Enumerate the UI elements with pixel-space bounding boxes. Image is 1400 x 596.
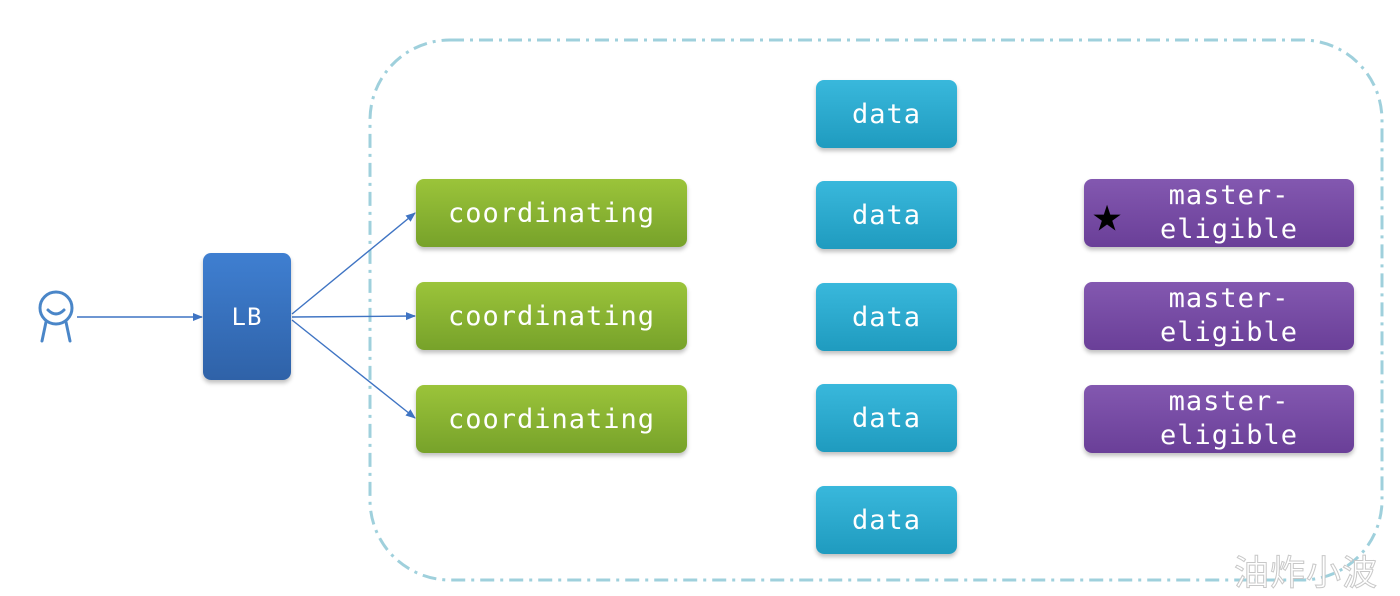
master-eligible-label: master- eligible <box>1140 282 1298 350</box>
data-node: data <box>816 80 957 148</box>
master-eligible-label-line1: master- <box>1168 180 1290 211</box>
coordinating-node: coordinating <box>416 282 687 350</box>
data-node: data <box>816 384 957 452</box>
master-eligible-label: master- eligible <box>1140 179 1298 247</box>
arrow-lb-to-coordinating-3 <box>291 319 416 419</box>
coordinating-node-label: coordinating <box>447 403 656 435</box>
master-eligible-label-line2: eligible <box>1159 317 1299 348</box>
data-node-label: data <box>851 98 922 130</box>
master-eligible-label-line1: master- <box>1168 283 1290 314</box>
master-eligible-label: master- eligible <box>1140 385 1298 453</box>
master-eligible-label-line2: eligible <box>1159 420 1299 451</box>
coordinating-node: coordinating <box>416 179 687 247</box>
data-node: data <box>816 181 957 249</box>
user-icon <box>38 290 74 343</box>
cluster-boundary <box>368 38 1384 582</box>
data-node-label: data <box>851 402 922 434</box>
coordinating-node-label: coordinating <box>447 197 656 229</box>
arrow-lb-to-coordinating-2 <box>291 312 416 321</box>
data-node-label: data <box>851 301 922 333</box>
master-eligible-label-line2: eligible <box>1159 214 1299 245</box>
star-icon: ★ <box>1092 185 1124 243</box>
data-node-label: data <box>851 504 922 536</box>
load-balancer-label: LB <box>231 302 263 331</box>
data-node-label: data <box>851 199 922 231</box>
arrow-lb-to-coordinating-1 <box>291 212 416 315</box>
master-eligible-node-elected: ★ master- eligible <box>1084 179 1354 247</box>
data-node: data <box>816 283 957 351</box>
watermark-text: 油炸小波 <box>1233 554 1379 595</box>
data-node: data <box>816 486 957 554</box>
coordinating-node-label: coordinating <box>447 300 656 332</box>
load-balancer-node: LB <box>203 253 291 380</box>
master-eligible-node: master- eligible <box>1084 282 1354 350</box>
master-eligible-label-line1: master- <box>1168 386 1290 417</box>
coordinating-node: coordinating <box>416 385 687 453</box>
master-eligible-node: master- eligible <box>1084 385 1354 453</box>
